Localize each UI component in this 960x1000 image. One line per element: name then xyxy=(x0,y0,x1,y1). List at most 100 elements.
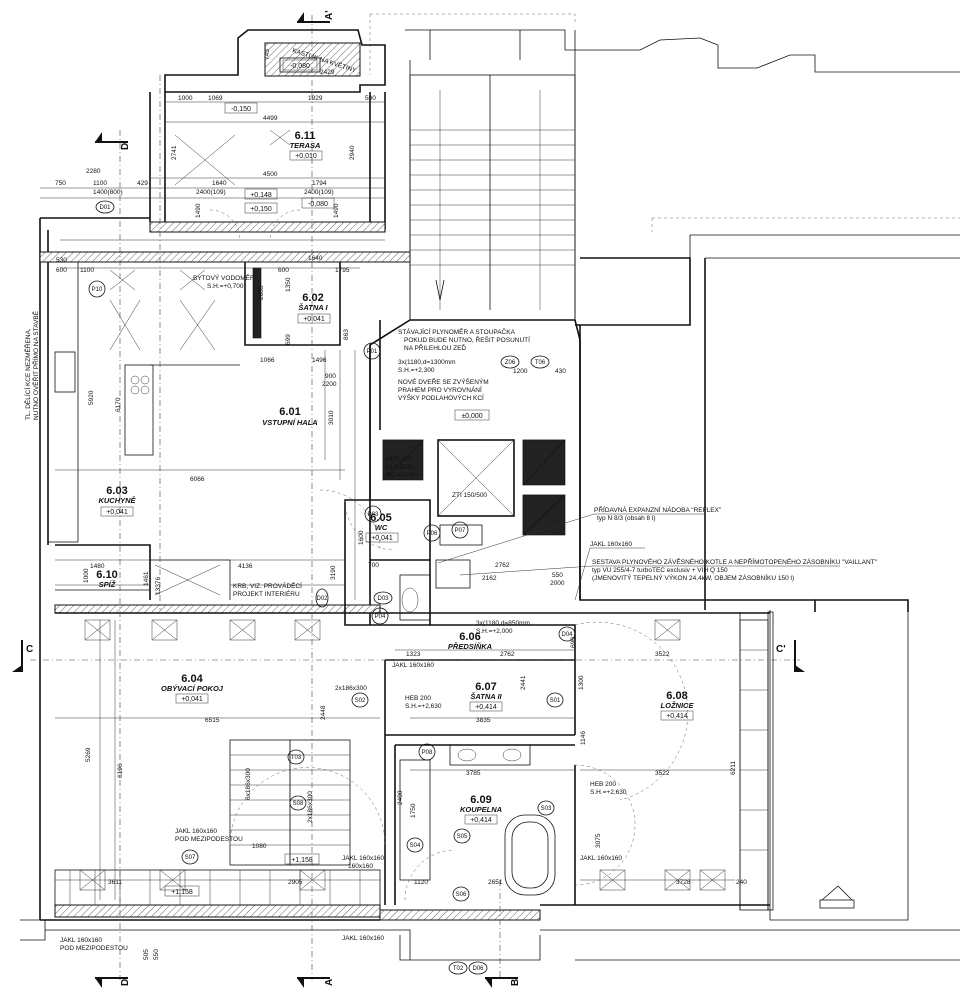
svg-text:3835: 3835 xyxy=(476,717,491,724)
svg-text:+0,414: +0,414 xyxy=(475,704,497,711)
svg-text:VSTUPNÍ HALA: VSTUPNÍ HALA xyxy=(262,418,317,427)
svg-text:1794: 1794 xyxy=(312,180,327,187)
svg-text:S06: S06 xyxy=(456,892,467,898)
svg-text:6515: 6515 xyxy=(205,717,220,724)
tag-p10: P10 xyxy=(88,280,106,298)
svg-text:ŠATNA II: ŠATNA II xyxy=(470,692,502,701)
svg-text:6.08: 6.08 xyxy=(666,690,687,702)
svg-text:POD MEZIPODESTOU: POD MEZIPODESTOU xyxy=(60,945,128,952)
svg-text:2741: 2741 xyxy=(171,145,178,160)
svg-text:1080: 1080 xyxy=(252,843,267,850)
room-6-07: 6.07 ŠATNA II +0,414 xyxy=(469,681,503,712)
svg-text:JAKL 160x160: JAKL 160x160 xyxy=(590,541,632,548)
svg-text:6x186x300: 6x186x300 xyxy=(245,768,252,800)
tag-p08: P08 xyxy=(418,743,436,761)
svg-text:typ N 8/3 (obsah 8 l): typ N 8/3 (obsah 8 l) xyxy=(597,515,656,522)
svg-text:-0,080: -0,080 xyxy=(308,201,328,208)
svg-text:S.H.=+2,630: S.H.=+2,630 xyxy=(405,703,442,710)
section-d-top: D' xyxy=(95,132,131,150)
svg-text:P10: P10 xyxy=(92,287,103,293)
svg-text:6.11: 6.11 xyxy=(295,130,316,142)
svg-text:6.07: 6.07 xyxy=(475,681,496,693)
annotations: KASTLÍK NA KVĚTINY BYTOVÝ VODOMĚR S.H.=+… xyxy=(23,45,878,952)
svg-text:2441: 2441 xyxy=(520,675,527,690)
svg-text:LOŽNICE: LOŽNICE xyxy=(661,701,695,710)
svg-text:JAKL 160x160: JAKL 160x160 xyxy=(175,828,217,835)
svg-text:P04: P04 xyxy=(375,614,386,620)
svg-text:2000: 2000 xyxy=(550,580,565,587)
svg-text:D03: D03 xyxy=(377,596,389,602)
tag-s03: S03 xyxy=(537,800,555,816)
svg-text:S07: S07 xyxy=(185,855,196,861)
svg-text:2280: 2280 xyxy=(86,168,101,175)
svg-text:P01: P01 xyxy=(367,349,378,355)
svg-text:699: 699 xyxy=(285,334,292,345)
svg-text:1400(800): 1400(800) xyxy=(93,189,123,196)
svg-text:2762: 2762 xyxy=(500,651,515,658)
svg-text:-0,150: -0,150 xyxy=(231,106,251,113)
svg-text:D04: D04 xyxy=(561,632,573,638)
svg-text:ZTI 150/500: ZTI 150/500 xyxy=(452,492,487,499)
svg-text:ULOŽENÍ: ULOŽENÍ xyxy=(386,462,414,471)
svg-text:1350: 1350 xyxy=(285,277,292,292)
svg-text:NOVÉ DVEŘE SE ZVÝŠENÝM: NOVÉ DVEŘE SE ZVÝŠENÝM xyxy=(398,377,489,386)
svg-text:505: 505 xyxy=(143,949,150,960)
section-lines xyxy=(30,15,800,980)
svg-text:5269: 5269 xyxy=(85,747,92,762)
svg-text:±0,000: ±0,000 xyxy=(461,413,482,420)
svg-text:4500: 4500 xyxy=(263,171,278,178)
svg-text:TERASA: TERASA xyxy=(290,141,321,150)
svg-text:1750: 1750 xyxy=(410,803,417,818)
svg-text:+1,158: +1,158 xyxy=(171,889,193,896)
svg-text:3728: 3728 xyxy=(676,879,691,886)
svg-text:3611: 3611 xyxy=(108,879,122,886)
interior-partitions xyxy=(47,261,769,911)
svg-text:1600: 1600 xyxy=(358,530,365,545)
svg-text:S.H.=+2,000: S.H.=+2,000 xyxy=(476,628,513,635)
tag-t02: T02 xyxy=(448,961,468,975)
svg-text:3190: 3190 xyxy=(330,565,337,580)
svg-text:2448: 2448 xyxy=(320,705,327,720)
tag-s05: S05 xyxy=(453,828,471,844)
svg-text:+0,150: +0,150 xyxy=(250,206,272,213)
svg-text:429: 429 xyxy=(137,180,148,187)
svg-text:6.09: 6.09 xyxy=(470,794,491,806)
svg-text:+0,041: +0,041 xyxy=(371,535,393,542)
svg-text:JAKL 160x160: JAKL 160x160 xyxy=(60,937,102,944)
svg-text:STÁVAJÍCÍ PLYNOMĚR A STOUPAČKA: STÁVAJÍCÍ PLYNOMĚR A STOUPAČKA xyxy=(398,327,516,336)
svg-text:S01: S01 xyxy=(550,698,561,704)
svg-text:3522: 3522 xyxy=(655,770,670,777)
svg-text:PRAHEM PRO VYROVNÁNÍ: PRAHEM PRO VYROVNÁNÍ xyxy=(398,385,482,394)
svg-text:1146: 1146 xyxy=(580,731,587,745)
dimension-lines xyxy=(40,101,741,900)
svg-text:6196: 6196 xyxy=(117,763,124,778)
svg-text:-0,080: -0,080 xyxy=(290,63,310,70)
tag-d06: D06 xyxy=(468,961,488,975)
svg-text:2400: 2400 xyxy=(397,790,404,805)
main-staircase xyxy=(409,74,576,321)
svg-text:6.10: 6.10 xyxy=(96,569,117,581)
svg-text:A': A' xyxy=(324,10,335,20)
svg-text:500: 500 xyxy=(365,95,376,102)
svg-text:3522: 3522 xyxy=(655,651,670,658)
svg-text:C': C' xyxy=(776,644,786,655)
svg-text:2762: 2762 xyxy=(495,562,510,569)
svg-text:P03: P03 xyxy=(368,512,379,518)
section-c-right: C' xyxy=(776,640,805,672)
tag-d02: D02 xyxy=(315,588,329,608)
apartment-walls xyxy=(20,29,960,961)
svg-text:2940: 2940 xyxy=(349,145,356,160)
tag-t03: T03 xyxy=(287,749,305,765)
svg-text:S.H.=+2,300: S.H.=+2,300 xyxy=(398,367,435,374)
svg-text:3x(1180,d=1300mm: 3x(1180,d=1300mm xyxy=(398,359,456,366)
svg-text:2905: 2905 xyxy=(288,879,303,886)
room-6-03: 6.03 KUCHYNĚ +0,041 xyxy=(98,485,137,517)
svg-text:2651: 2651 xyxy=(488,879,503,886)
svg-text:6066: 6066 xyxy=(190,476,205,483)
tag-p07: P07 xyxy=(451,521,469,539)
svg-text:S.H.=+2,630: S.H.=+2,630 xyxy=(590,789,627,796)
svg-text:JAKL 160x160: JAKL 160x160 xyxy=(580,855,622,862)
svg-text:POKUD BUDE NUTNO, ŘEŠIT POSUNU: POKUD BUDE NUTNO, ŘEŠIT POSUNUTÍ xyxy=(404,335,530,344)
svg-text:JAKL 160x160: JAKL 160x160 xyxy=(342,855,384,862)
